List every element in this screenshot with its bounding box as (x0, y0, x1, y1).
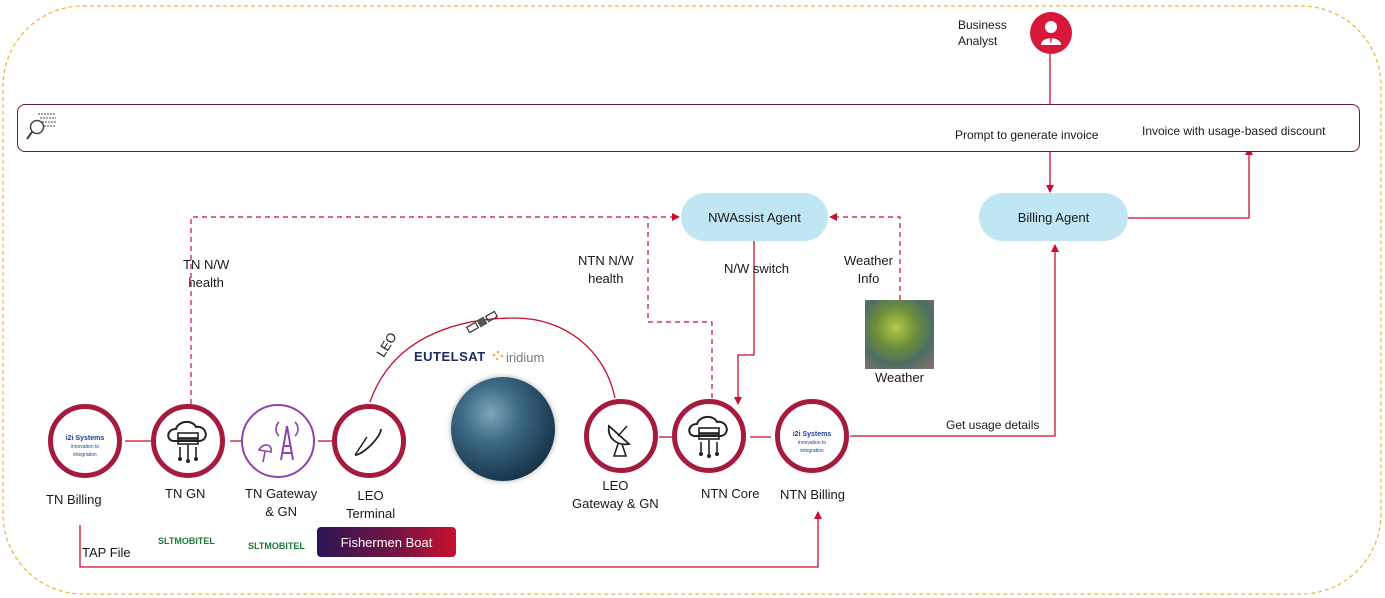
tn-health-label-line1: TN N/W (183, 257, 230, 272)
leo-terminal-label: LEO Terminal (346, 487, 395, 523)
leo-gateway-label-line2: Gateway & GN (572, 496, 659, 511)
tn-gateway-label: TN Gateway & GN (245, 485, 317, 521)
dish-antenna-icon (607, 424, 631, 457)
ntn-health-label-line1: NTN N/W (578, 253, 634, 268)
tn-gateway-node[interactable] (241, 404, 315, 478)
tower-dish-icon (257, 421, 299, 463)
tap-file-label: TAP File (82, 545, 131, 560)
leo-terminal-label-line2: Terminal (346, 506, 396, 521)
analyst-label: Business Analyst (958, 17, 1007, 49)
ntn-core-label: NTN Core (701, 486, 760, 501)
leo-terminal-label-line1: LEO (357, 488, 384, 503)
i2i-logo: i2i Systems innovation to integration (59, 435, 111, 459)
outer-frame (2, 5, 1382, 595)
invoice-arrow (1127, 147, 1253, 219)
analyst-label-line1: Business (958, 18, 1007, 32)
weather-info-label: Weather Info (844, 252, 893, 288)
tn-health-label-line2: health (188, 275, 224, 290)
usage-label: Get usage details (946, 418, 1040, 432)
earth-globe-image (451, 377, 555, 481)
i2i-logo: i2i Systems innovation to integration (786, 431, 838, 455)
leo-gateway-label-line1: LEO (602, 478, 629, 493)
prompt-bar[interactable] (17, 104, 1360, 152)
weather-info-line (829, 213, 901, 300)
prompt-label: Prompt to generate invoice (955, 128, 1099, 142)
leo-gateway-label: LEO Gateway & GN (572, 477, 659, 513)
leo-terminal-node[interactable] (332, 404, 406, 478)
tn-billing-node[interactable]: i2i Systems innovation to integration (48, 404, 122, 478)
tn-gn-node[interactable] (151, 404, 225, 478)
ntn-health-label-line2: health (588, 271, 624, 286)
satellite-dish-icon (354, 428, 382, 456)
tn-billing-label: TN Billing (46, 492, 102, 507)
invoice-label: Invoice with usage-based discount (1142, 124, 1326, 138)
tn-health-line (190, 213, 680, 404)
nw-switch-line (734, 241, 755, 405)
tn-gateway-label-line2: & GN (265, 504, 298, 519)
ntn-health-line (647, 217, 713, 398)
satellite-icon (465, 310, 499, 334)
ntn-health-label: NTN N/W health (578, 252, 634, 288)
leo-arc (369, 317, 616, 403)
tap-file-line (79, 511, 822, 568)
user-icon (1030, 12, 1072, 54)
weather-info-label-line2: Info (857, 271, 880, 286)
weather-map-image (865, 300, 934, 369)
cloud-server-icon (688, 416, 728, 458)
slt-mobitel-logo: SLTMOBITEL (158, 536, 215, 546)
iridium-logo: iridium (506, 350, 545, 365)
ntn-core-node[interactable] (672, 399, 746, 473)
weather-info-label-line1: Weather (844, 253, 893, 268)
tn-gateway-label-line1: TN Gateway (245, 486, 318, 501)
fishermen-boat-badge: Fishermen Boat (317, 527, 456, 557)
slt-mobitel-logo: SLTMOBITEL (248, 541, 305, 551)
ntn-billing-label: NTN Billing (780, 487, 846, 502)
weather-label: Weather (875, 370, 924, 385)
i2i-logo-line2: innovation to integration (70, 444, 100, 458)
iridium-dots-icon (492, 350, 504, 361)
cloud-server-icon (167, 421, 207, 463)
search-document-icon (26, 110, 58, 142)
i2i-logo-line1: i2i Systems (65, 435, 105, 442)
billing-agent[interactable]: Billing Agent (979, 193, 1128, 241)
i2i-logo-line1: i2i Systems (792, 431, 832, 438)
ntn-billing-node[interactable]: i2i Systems innovation to integration (775, 399, 849, 473)
usage-line (850, 244, 1059, 437)
analyst-label-line2: Analyst (958, 34, 998, 48)
nwassist-agent[interactable]: NWAssist Agent (681, 193, 828, 241)
tn-gn-label: TN GN (165, 486, 206, 501)
nw-switch-label: N/W switch (724, 261, 789, 276)
leo-gateway-node[interactable] (584, 399, 658, 473)
tn-health-label: TN N/W health (183, 256, 229, 292)
eutelsat-logo: EUTELSAT (414, 349, 486, 364)
i2i-logo-line2: innovation to integration (797, 440, 827, 454)
